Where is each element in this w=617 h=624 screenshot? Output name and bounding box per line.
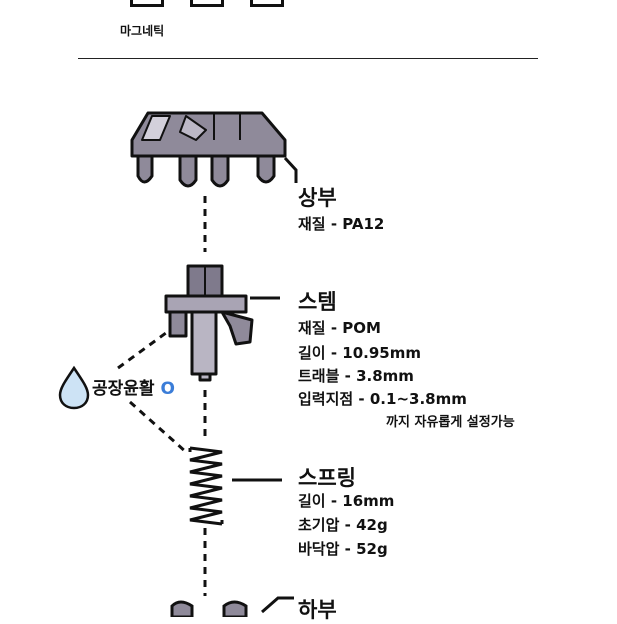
top-housing-title: 상부 <box>298 186 337 210</box>
spring-illustration <box>188 446 224 526</box>
stem-travel: 트래블 - 3.8mm <box>298 367 414 385</box>
header-title-fragment <box>130 0 290 7</box>
factory-lube-label: 공장윤활 O <box>92 374 175 399</box>
stem-material: 재질 - POM <box>298 319 381 337</box>
bottom-housing-title: 하부 <box>298 598 337 622</box>
water-drop-icon <box>58 365 90 410</box>
bottom-housing-illustration <box>170 600 248 617</box>
stem-illustration <box>164 264 254 382</box>
spring-title: 스프링 <box>298 466 356 490</box>
brand-label: 마그네틱 <box>120 24 165 38</box>
factory-lube-value: O <box>160 379 175 399</box>
top-housing-illustration <box>130 111 287 188</box>
lube-pointer-upper <box>117 328 171 370</box>
spring-initial-force: 초기압 - 42g <box>298 516 388 534</box>
bottom-leader-line <box>261 596 294 614</box>
stem-actuation-point: 입력지점 - 0.1~3.8mm <box>298 390 467 408</box>
lube-pointer-lower <box>129 400 187 454</box>
top-leader-line <box>283 156 298 183</box>
spring-bottom-force: 바닥압 - 52g <box>298 540 388 558</box>
stem-actuation-note: 까지 자유롭게 설정가능 <box>386 415 515 430</box>
factory-lube-text: 공장윤활 <box>92 379 155 399</box>
stem-length: 길이 - 10.95mm <box>298 344 421 362</box>
header-divider <box>78 58 538 59</box>
top-housing-material: 재질 - PA12 <box>298 215 385 233</box>
spring-length: 길이 - 16mm <box>298 492 395 510</box>
stem-title: 스템 <box>298 290 337 314</box>
